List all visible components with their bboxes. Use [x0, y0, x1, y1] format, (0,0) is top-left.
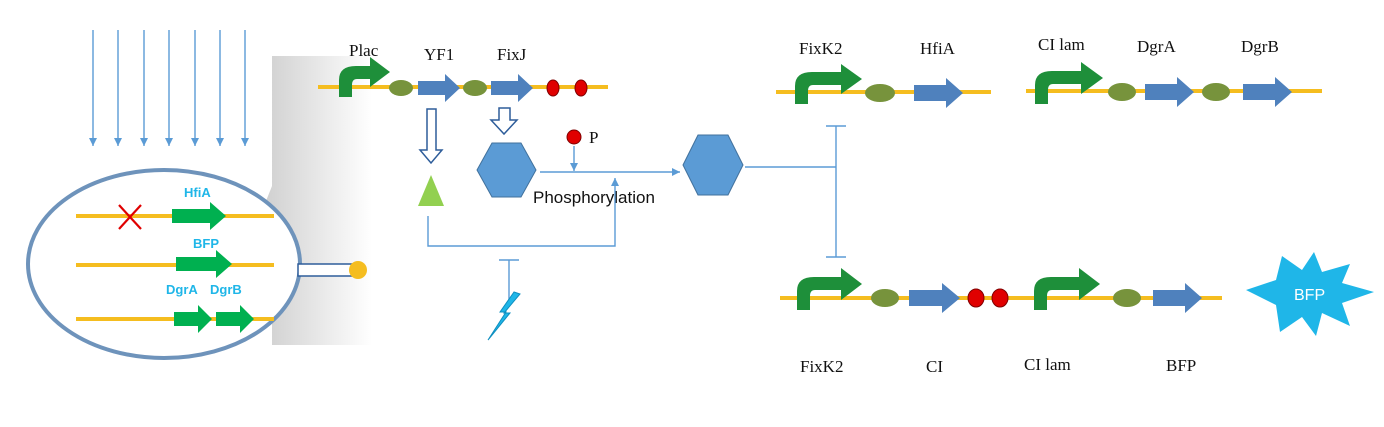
promoter-arrow-cilam	[1035, 62, 1103, 104]
expression-arrow-yf1	[418, 108, 444, 165]
incoming-light-arrows	[89, 30, 249, 146]
rbs	[463, 80, 487, 96]
rbs	[1202, 83, 1230, 101]
gene-label-dgrb: DgrB	[1241, 37, 1279, 56]
gene-arrow-hfia	[914, 78, 963, 108]
rbs	[865, 84, 895, 102]
rbs	[389, 80, 413, 96]
rbs	[1113, 289, 1141, 307]
gene-label-yf1: YF1	[424, 45, 454, 64]
gene-label-ci: CI	[926, 357, 943, 376]
promoter-label-fixk2: FixK2	[799, 39, 842, 58]
gene-arrow-ci	[909, 283, 960, 313]
gene-arrow-hfia	[172, 202, 226, 230]
cell-row2-label: BFP	[193, 236, 219, 251]
rbs	[871, 289, 899, 307]
cell-row3-label-a: DgrA	[166, 282, 198, 297]
circuit-bottom: FixK2 CI CI lam BFP	[780, 268, 1222, 376]
gene-arrow-dgrb	[1243, 77, 1292, 107]
gene-arrow-dgra	[174, 305, 212, 333]
cross-icon	[118, 204, 142, 230]
cell-row3-label-b: DgrB	[210, 282, 242, 297]
gene-arrow-yf1	[418, 74, 460, 102]
expression-arrow-fixj	[489, 107, 519, 136]
fixk2-regulation-lines	[745, 125, 846, 258]
rbs	[1108, 83, 1136, 101]
plasmid-connector	[297, 261, 367, 279]
gene-label-fixj: FixJ	[497, 45, 527, 64]
yf1-protein-triangle	[418, 175, 444, 206]
phospho-fixj-hexagon	[682, 134, 744, 196]
operator-site	[546, 79, 560, 97]
circuit-right-top-1: FixK2 HfiA	[776, 39, 991, 108]
gene-arrow-dgra	[1145, 77, 1194, 107]
promoter-arrow-plac	[339, 57, 390, 97]
cell: HfiA BFP DgrA DgrB	[26, 168, 302, 360]
promoter-arrow-fixk2	[797, 268, 862, 310]
phosphate-dot	[566, 129, 582, 145]
yf1-activation-line	[427, 178, 619, 247]
promoter-arrow-fixk2	[795, 64, 862, 104]
phosphorylation-label: Phosphorylation	[533, 188, 655, 207]
circuit-right-top-2: CI lam DgrA DgrB	[1026, 35, 1322, 107]
operator-site	[574, 79, 588, 97]
promoter-arrow-cilam	[1034, 268, 1100, 310]
gene-label-hfia: HfiA	[920, 39, 956, 58]
bfp-star	[1246, 252, 1374, 336]
bfp-star-label: BFP	[1294, 287, 1325, 304]
lightning-icon	[487, 291, 521, 341]
gene-label-bfp: BFP	[1166, 356, 1196, 375]
gene-arrow-dgrb	[216, 305, 254, 333]
promoter-label-cilam: CI lam	[1038, 35, 1085, 54]
gene-arrow-bfp	[1153, 283, 1202, 313]
promoter-label-plac: Plac	[349, 41, 379, 60]
promoter-label-fixk2: FixK2	[800, 357, 843, 376]
operator-site	[991, 288, 1009, 308]
phosphate-label: P	[589, 128, 598, 147]
operator-site	[967, 288, 985, 308]
gene-arrow-fixj	[491, 74, 533, 102]
fixj-protein-hexagon	[476, 142, 537, 198]
bfp-output: BFP	[1246, 252, 1374, 336]
promoter-label-cilam: CI lam	[1024, 355, 1071, 374]
gene-arrow-bfp	[176, 250, 232, 278]
cell-row1-label: HfiA	[184, 185, 211, 200]
circuit-top: Plac YF1 FixJ	[318, 41, 608, 102]
gene-label-dgra: DgrA	[1137, 37, 1176, 56]
